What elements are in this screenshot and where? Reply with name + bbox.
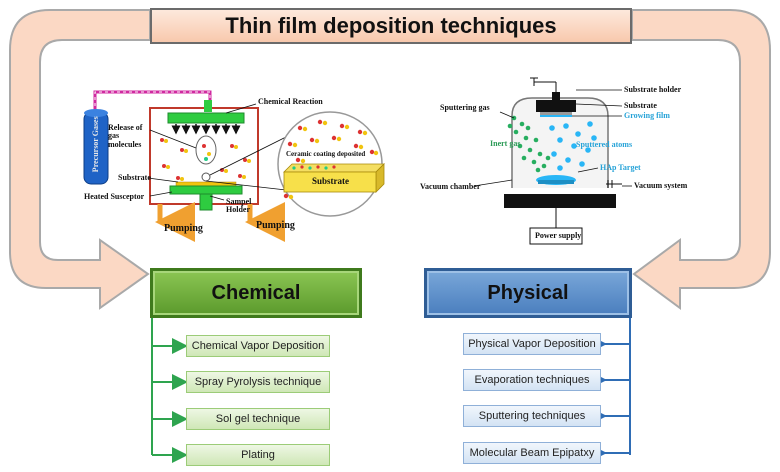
label-substrate-holder: Substrate holder <box>624 85 682 94</box>
label-release-gas: Release of gas molecules <box>108 123 143 149</box>
sputtering-illustration <box>473 77 632 245</box>
sputtered-atoms <box>549 121 597 171</box>
label-precursor-gases: Precursor Gases <box>90 116 100 173</box>
physical-header: Physical <box>424 268 632 318</box>
growing-film <box>540 115 572 117</box>
label-sputter-substrate: Substrate <box>624 101 657 110</box>
shower-head <box>167 112 245 124</box>
physical-item-pvd: Physical Vapor Deposition <box>463 333 601 355</box>
label-sputtered-atoms: Sputtered atoms <box>576 140 633 149</box>
label-growing-film: Growing film <box>624 111 670 120</box>
base-plate <box>504 194 616 208</box>
label-vacuum-system: Vacuum system <box>634 181 688 190</box>
label-pumping-left: Pumping <box>164 223 203 234</box>
substrate-holder <box>536 100 576 112</box>
label-inert-gas: Inert gas <box>490 139 521 148</box>
physical-connectors <box>591 318 631 461</box>
label-sample-holder: Sampel Holder <box>226 197 252 215</box>
gas-molecules <box>160 138 251 181</box>
sputter-substrate <box>540 112 572 115</box>
right-curved-arrow <box>631 9 771 310</box>
label-substrate-block: Substrate <box>312 176 350 186</box>
label-heated-susceptor: Heated Susceptor <box>84 192 145 201</box>
chemical-item-cvd: Chemical Vapor Deposition <box>186 335 330 357</box>
release-circle <box>195 135 217 165</box>
diagram-title: Thin film deposition techniques <box>150 8 632 44</box>
label-pumping-right: Pumping <box>256 220 295 231</box>
physical-item-evaporation: Evaporation techniques <box>463 369 601 391</box>
cvd-substrate <box>175 181 237 187</box>
zoom-substrate-block <box>283 171 377 193</box>
label-vacuum-chamber: Vacuum chamber <box>420 182 481 191</box>
left-curved-arrow <box>9 9 151 310</box>
cvd-illustration <box>83 90 385 242</box>
power-supply-box <box>529 227 583 245</box>
chemical-item-plating: Plating <box>186 444 330 466</box>
label-chemical-reaction: Chemical Reaction <box>258 97 323 106</box>
label-hap-target: HAp Target <box>600 163 641 172</box>
heated-susceptor <box>169 185 243 195</box>
chemical-header: Chemical <box>150 268 362 318</box>
chemical-connectors <box>151 318 188 463</box>
physical-item-sputtering: Sputtering techniques <box>463 405 601 427</box>
label-power-supply: Power supply <box>535 231 582 240</box>
chemical-item-sol-gel: Sol gel technique <box>186 408 330 430</box>
chemical-item-spray-pyrolysis: Spray Pyrolysis technique <box>186 371 330 393</box>
label-substrate-cvd: Substrate <box>118 173 151 182</box>
label-ceramic-coating: Ceramic coating deposited <box>286 150 366 158</box>
physical-item-mbe: Molecular Beam Epipatxy <box>463 442 601 464</box>
sample-holder-stem <box>199 193 213 211</box>
label-sputtering-gas: Sputtering gas <box>440 103 490 112</box>
